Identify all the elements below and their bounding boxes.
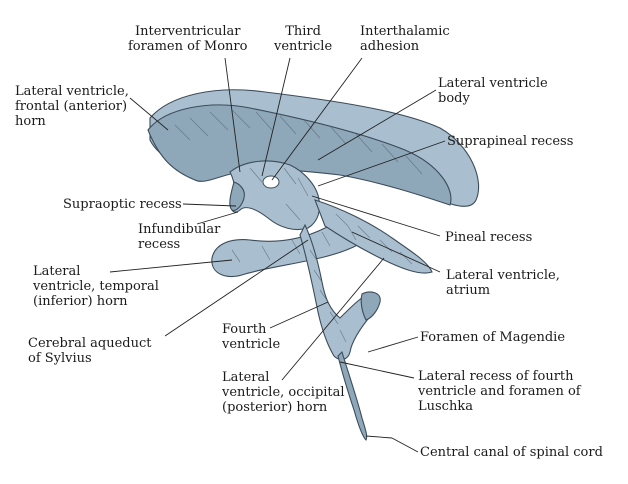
label-line: Lateral ventricle bbox=[438, 76, 548, 91]
label-cerebral-aqueduct: Cerebral aqueduct of Sylvius bbox=[28, 336, 151, 366]
label-line: Supraoptic recess bbox=[63, 197, 182, 212]
label-line: Lateral recess of fourth bbox=[418, 369, 574, 384]
label-line: Fourth bbox=[222, 322, 267, 337]
central-canal-shape bbox=[337, 350, 368, 441]
label-supraoptic-recess: Supraoptic recess bbox=[63, 197, 182, 212]
label-line: Suprapineal recess bbox=[447, 134, 574, 149]
label-lateral-occipital-horn: Lateral ventricle, occipital (posterior)… bbox=[222, 370, 345, 415]
label-central-canal: Central canal of spinal cord bbox=[420, 445, 603, 460]
shading-hatch bbox=[174, 109, 423, 343]
label-line: foramen of Monro bbox=[128, 39, 248, 54]
label-line: frontal (anterior) bbox=[15, 99, 128, 114]
lateral-ventricle-frontal-horn-shape bbox=[147, 104, 452, 206]
label-line: Foramen of Magendie bbox=[420, 330, 566, 345]
label-lateral-temporal-horn: Lateral ventricle, temporal (inferior) h… bbox=[33, 264, 159, 309]
label-line: of Sylvius bbox=[28, 351, 92, 366]
label-lateral-ventricle-body: Lateral ventricle body bbox=[438, 76, 548, 106]
label-line: horn bbox=[15, 114, 46, 129]
label-line: adhesion bbox=[360, 39, 420, 54]
label-suprapineal-recess: Suprapineal recess bbox=[447, 134, 573, 149]
label-foramen-monro: Interventricular foramen of Monro bbox=[128, 24, 247, 54]
label-line: Lateral bbox=[33, 264, 81, 279]
label-line: Lateral ventricle, bbox=[15, 84, 129, 99]
label-line: Central canal of spinal cord bbox=[420, 445, 603, 460]
label-line: (posterior) horn bbox=[222, 400, 328, 415]
label-line: ventricle bbox=[222, 337, 281, 352]
lateral-recess-shape bbox=[360, 291, 381, 321]
label-line: Third bbox=[285, 24, 321, 39]
label-line: ventricle and foramen of bbox=[418, 384, 581, 399]
label-line: Interventricular bbox=[135, 24, 241, 39]
label-pineal-recess: Pineal recess bbox=[445, 230, 532, 245]
label-lateral-frontal-horn: Lateral ventricle, frontal (anterior) ho… bbox=[15, 84, 129, 129]
label-line: Cerebral aqueduct bbox=[28, 336, 152, 351]
supraoptic-recess-shape bbox=[229, 181, 245, 211]
label-third-ventricle: Third ventricle bbox=[274, 24, 332, 54]
label-line: Infundibular bbox=[138, 222, 221, 237]
label-line: recess bbox=[138, 237, 181, 252]
label-line: Luschka bbox=[418, 399, 473, 414]
label-line: ventricle bbox=[274, 39, 333, 54]
label-line: Lateral bbox=[222, 370, 270, 385]
label-line: Interthalamic bbox=[360, 24, 450, 39]
label-interthalamic-adhesion: Interthalamic adhesion bbox=[360, 24, 450, 54]
label-lateral-recess-luschka: Lateral recess of fourth ventricle and f… bbox=[418, 369, 581, 414]
label-foramen-magendie: Foramen of Magendie bbox=[420, 330, 565, 345]
label-line: (inferior) horn bbox=[33, 294, 128, 309]
label-infundibular-recess: Infundibular recess bbox=[138, 222, 220, 252]
label-lateral-atrium: Lateral ventricle, atrium bbox=[446, 268, 560, 298]
interthalamic-adhesion-hole bbox=[262, 175, 280, 189]
label-line: ventricle, occipital bbox=[222, 385, 345, 400]
label-line: ventricle, temporal bbox=[33, 279, 159, 294]
label-line: atrium bbox=[446, 283, 491, 298]
label-fourth-ventricle: Fourth ventricle bbox=[222, 322, 280, 352]
leader-lines bbox=[109, 57, 446, 453]
label-line: body bbox=[438, 91, 470, 106]
label-line: Pineal recess bbox=[445, 230, 533, 245]
label-line: Lateral ventricle, bbox=[446, 268, 560, 283]
